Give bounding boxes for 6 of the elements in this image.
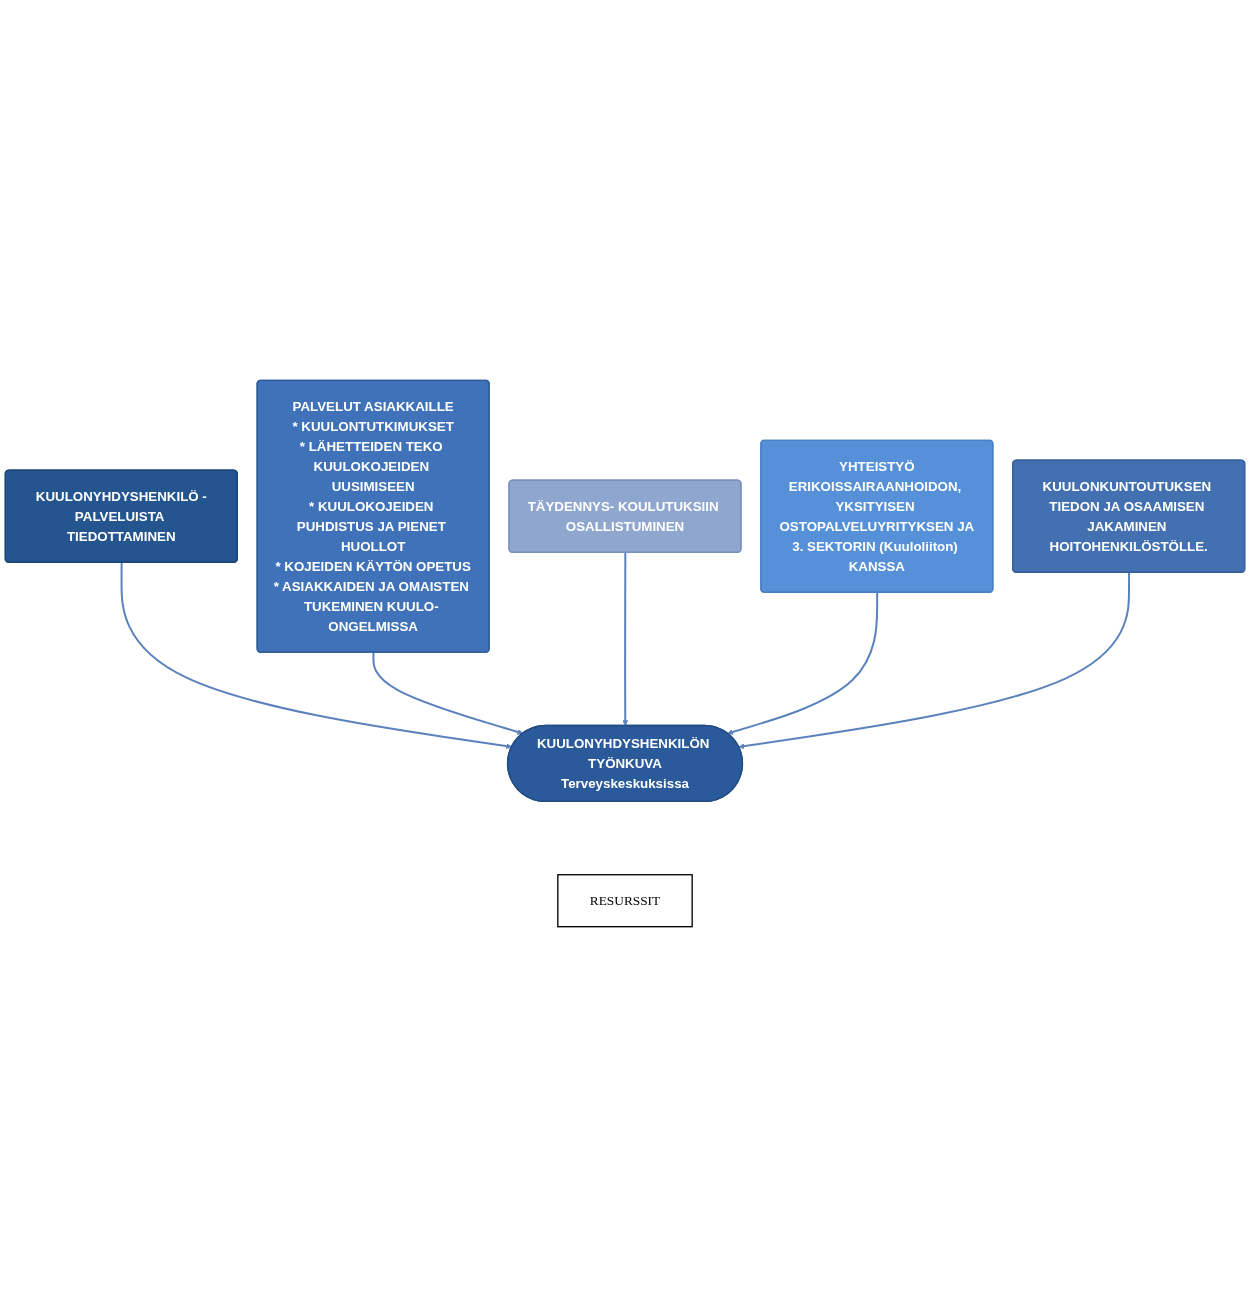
arrow [738, 572, 1131, 750]
node-box: RESURSSIT [557, 874, 693, 928]
arrow [727, 592, 879, 736]
arrow [622, 552, 629, 727]
arrow [372, 652, 524, 736]
arrow [120, 562, 513, 750]
